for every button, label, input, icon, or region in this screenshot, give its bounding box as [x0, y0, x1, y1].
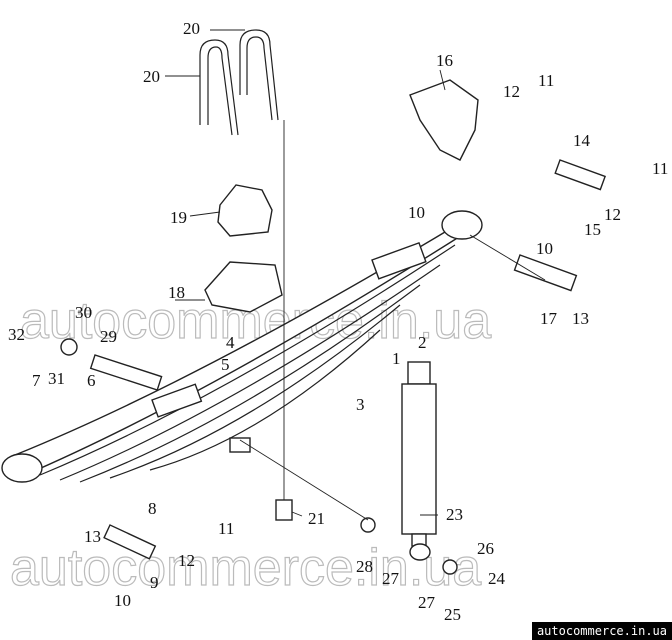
callout-29: 29: [100, 327, 117, 346]
callout-8: 8: [148, 499, 157, 518]
leader-lines: [165, 29, 546, 521]
bump-stop: [217, 184, 273, 237]
callout-31: 31: [48, 369, 65, 388]
shock-absorber: [401, 361, 437, 561]
callout-25: 25: [444, 605, 461, 624]
pin-14: [554, 159, 607, 191]
callout-27: 27: [382, 569, 400, 588]
callout-5: 5: [221, 355, 230, 374]
callout-18: 18: [168, 283, 185, 302]
callout-16: 16: [436, 51, 453, 70]
washer-26: [442, 559, 458, 575]
callout-2: 2: [418, 333, 427, 352]
callout-27: 27: [418, 593, 436, 612]
pin-17: [513, 254, 578, 292]
callout-10: 10: [408, 203, 425, 222]
washer-28: [360, 517, 376, 533]
callout-12: 12: [178, 551, 195, 570]
callout-9: 9: [150, 573, 159, 592]
callout-4: 4: [226, 333, 235, 352]
callouts: 20 20 16 12 11 14 11 10 12 15 10 19 18 1…: [8, 19, 668, 624]
callout-26: 26: [477, 539, 494, 558]
callout-1: 1: [392, 349, 401, 368]
callout-21: 21: [308, 509, 325, 528]
callout-11: 11: [218, 519, 234, 538]
callout-17: 17: [540, 309, 558, 328]
callout-28: 28: [356, 557, 373, 576]
callout-12: 12: [604, 205, 621, 224]
callout-7: 7: [32, 371, 41, 390]
callout-6: 6: [87, 371, 96, 390]
callout-24: 24: [488, 569, 506, 588]
callout-11: 11: [652, 159, 668, 178]
callout-10: 10: [114, 591, 131, 610]
callout-12: 12: [503, 82, 520, 101]
callout-13: 13: [572, 309, 589, 328]
u-bolt: [199, 29, 279, 136]
bushing-21: [275, 499, 293, 521]
callout-30: 30: [75, 303, 92, 322]
callout-23: 23: [446, 505, 463, 524]
callout-3: 3: [356, 395, 365, 414]
watermark-badge: autocommerce.in.ua: [531, 622, 672, 640]
callout-20: 20: [143, 67, 160, 86]
leaf-spring: [1, 210, 483, 483]
callout-11: 11: [538, 71, 554, 90]
callout-19: 19: [170, 208, 187, 227]
washer-29: [60, 338, 78, 356]
callout-13: 13: [84, 527, 101, 546]
shackle: [409, 79, 479, 161]
spring-seat: [204, 261, 283, 313]
pin-9: [103, 524, 157, 560]
callout-10: 10: [536, 239, 553, 258]
callout-15: 15: [584, 220, 601, 239]
callout-20: 20: [183, 19, 200, 38]
watermark-bottom: autocommerce.in.ua: [10, 539, 481, 597]
shaft-6: [89, 354, 163, 391]
callout-32: 32: [8, 325, 25, 344]
callout-14: 14: [573, 131, 591, 150]
